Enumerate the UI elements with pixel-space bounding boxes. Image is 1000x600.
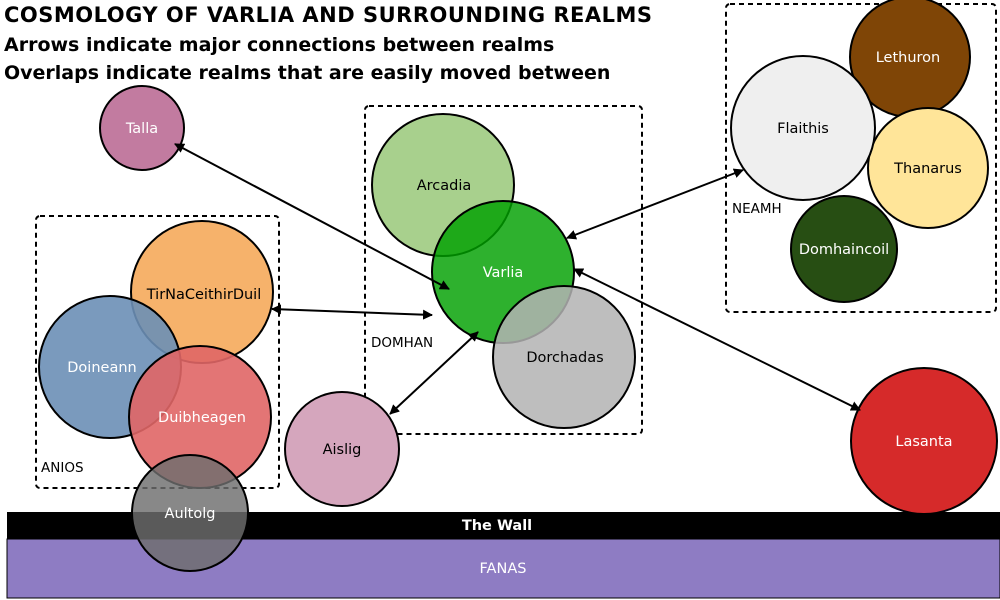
arrow-varlia-lasanta: [573, 268, 861, 411]
talla-label: Talla: [125, 121, 158, 137]
flaithis-label: Flaithis: [777, 121, 829, 137]
anios-group-label: ANIOS: [41, 460, 84, 476]
wall-label: The Wall: [462, 518, 532, 534]
lethuron-label: Lethuron: [876, 50, 941, 66]
aislig-realm: [284, 391, 400, 507]
lasanta-label: Lasanta: [895, 434, 952, 450]
domhaincoil-label: Domhaincoil: [799, 242, 889, 258]
arrow-talla-varlia: [174, 143, 450, 290]
anios-group-box: [35, 215, 280, 489]
aultolg-realm: [131, 454, 249, 572]
subtitle-arrows: Arrows indicate major connections betwee…: [4, 34, 555, 56]
aislig-label: Aislig: [323, 442, 362, 458]
diagram-title: COSMOLOGY OF VARLIA AND SURROUNDING REAL…: [4, 3, 653, 27]
doineann-label: Doineann: [67, 360, 136, 376]
lasanta-realm: [850, 367, 998, 515]
varlia-label: Varlia: [483, 265, 524, 281]
thanarus-realm: [867, 107, 989, 229]
arcadia-label: Arcadia: [417, 178, 472, 194]
arrow-varlia-flaithis: [566, 168, 744, 240]
thanarus-label: Thanarus: [893, 161, 962, 177]
dorchadas-label: Dorchadas: [526, 350, 603, 366]
fanas-label: FANAS: [480, 561, 527, 577]
subtitle-overlaps: Overlaps indicate realms that are easily…: [4, 62, 611, 84]
duibheagen-label: Duibheagen: [158, 410, 246, 426]
domhan-group-label: DOMHAN: [371, 335, 433, 351]
arrow-aislig-varlia: [389, 331, 479, 415]
arrow-tirnaceithirduil-varlia: [271, 304, 433, 320]
flaithis-realm: [730, 55, 876, 201]
aultolg-label: Aultolg: [165, 506, 216, 522]
neamh-group-box: [725, 3, 997, 313]
neamh-group-label: NEAMH: [732, 201, 782, 217]
tirnaceithirduil-label: TirNaCeithirDuil: [146, 287, 262, 303]
talla-realm: [99, 85, 185, 171]
